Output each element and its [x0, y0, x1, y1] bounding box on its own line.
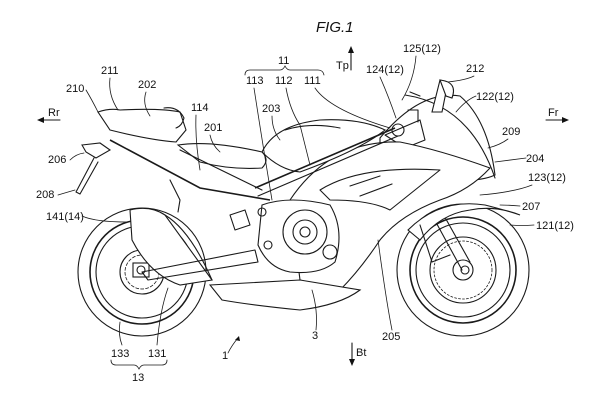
direction-rear-label: Rr — [48, 107, 60, 119]
label-209: 209 — [502, 126, 520, 138]
direction-rear-arrow: Rr — [37, 107, 61, 123]
label-121: 121(12) — [536, 220, 574, 232]
direction-front-label: Fr — [548, 107, 559, 119]
label-206: 206 — [48, 154, 66, 166]
label-13: 13 — [132, 372, 144, 384]
label-11: 11 — [278, 55, 289, 67]
direction-front-arrow: Fr — [545, 107, 569, 123]
label-113: 113 — [246, 75, 264, 87]
figure-title: FIG.1 — [316, 19, 354, 36]
label-112: 112 — [275, 75, 293, 87]
front-wheel — [396, 203, 530, 337]
label-202: 202 — [138, 79, 156, 91]
direction-top-arrow: Tp — [336, 46, 354, 72]
direction-bottom-arrow: Bt — [349, 342, 366, 366]
label-201: 201 — [204, 122, 222, 134]
label-114: 114 — [191, 102, 209, 114]
direction-top-label: Tp — [336, 60, 349, 72]
label-125: 125(12) — [403, 43, 441, 55]
label-205: 205 — [382, 331, 400, 343]
label-211: 211 — [101, 65, 119, 77]
label-1: 1 — [222, 350, 228, 362]
label-207: 207 — [522, 201, 540, 213]
label-124: 124(12) — [366, 64, 404, 76]
motorcycle-drawing — [75, 79, 530, 337]
label-131: 131 — [148, 348, 166, 360]
label-133: 133 — [111, 348, 129, 360]
label-122: 122(12) — [476, 91, 514, 103]
label-123: 123(12) — [528, 172, 566, 184]
label-203: 203 — [262, 103, 280, 115]
label-210: 210 — [66, 83, 84, 95]
label-212: 212 — [466, 63, 484, 75]
label-111: 111 — [304, 75, 321, 87]
direction-bottom-label: Bt — [356, 347, 366, 359]
label-208: 208 — [36, 189, 54, 201]
label-3: 3 — [312, 330, 318, 342]
reference-labels: 11 113 112 111 211 210 202 114 201 203 2… — [36, 43, 574, 384]
label-141: 141(14) — [46, 211, 84, 223]
label-204: 204 — [526, 153, 544, 165]
